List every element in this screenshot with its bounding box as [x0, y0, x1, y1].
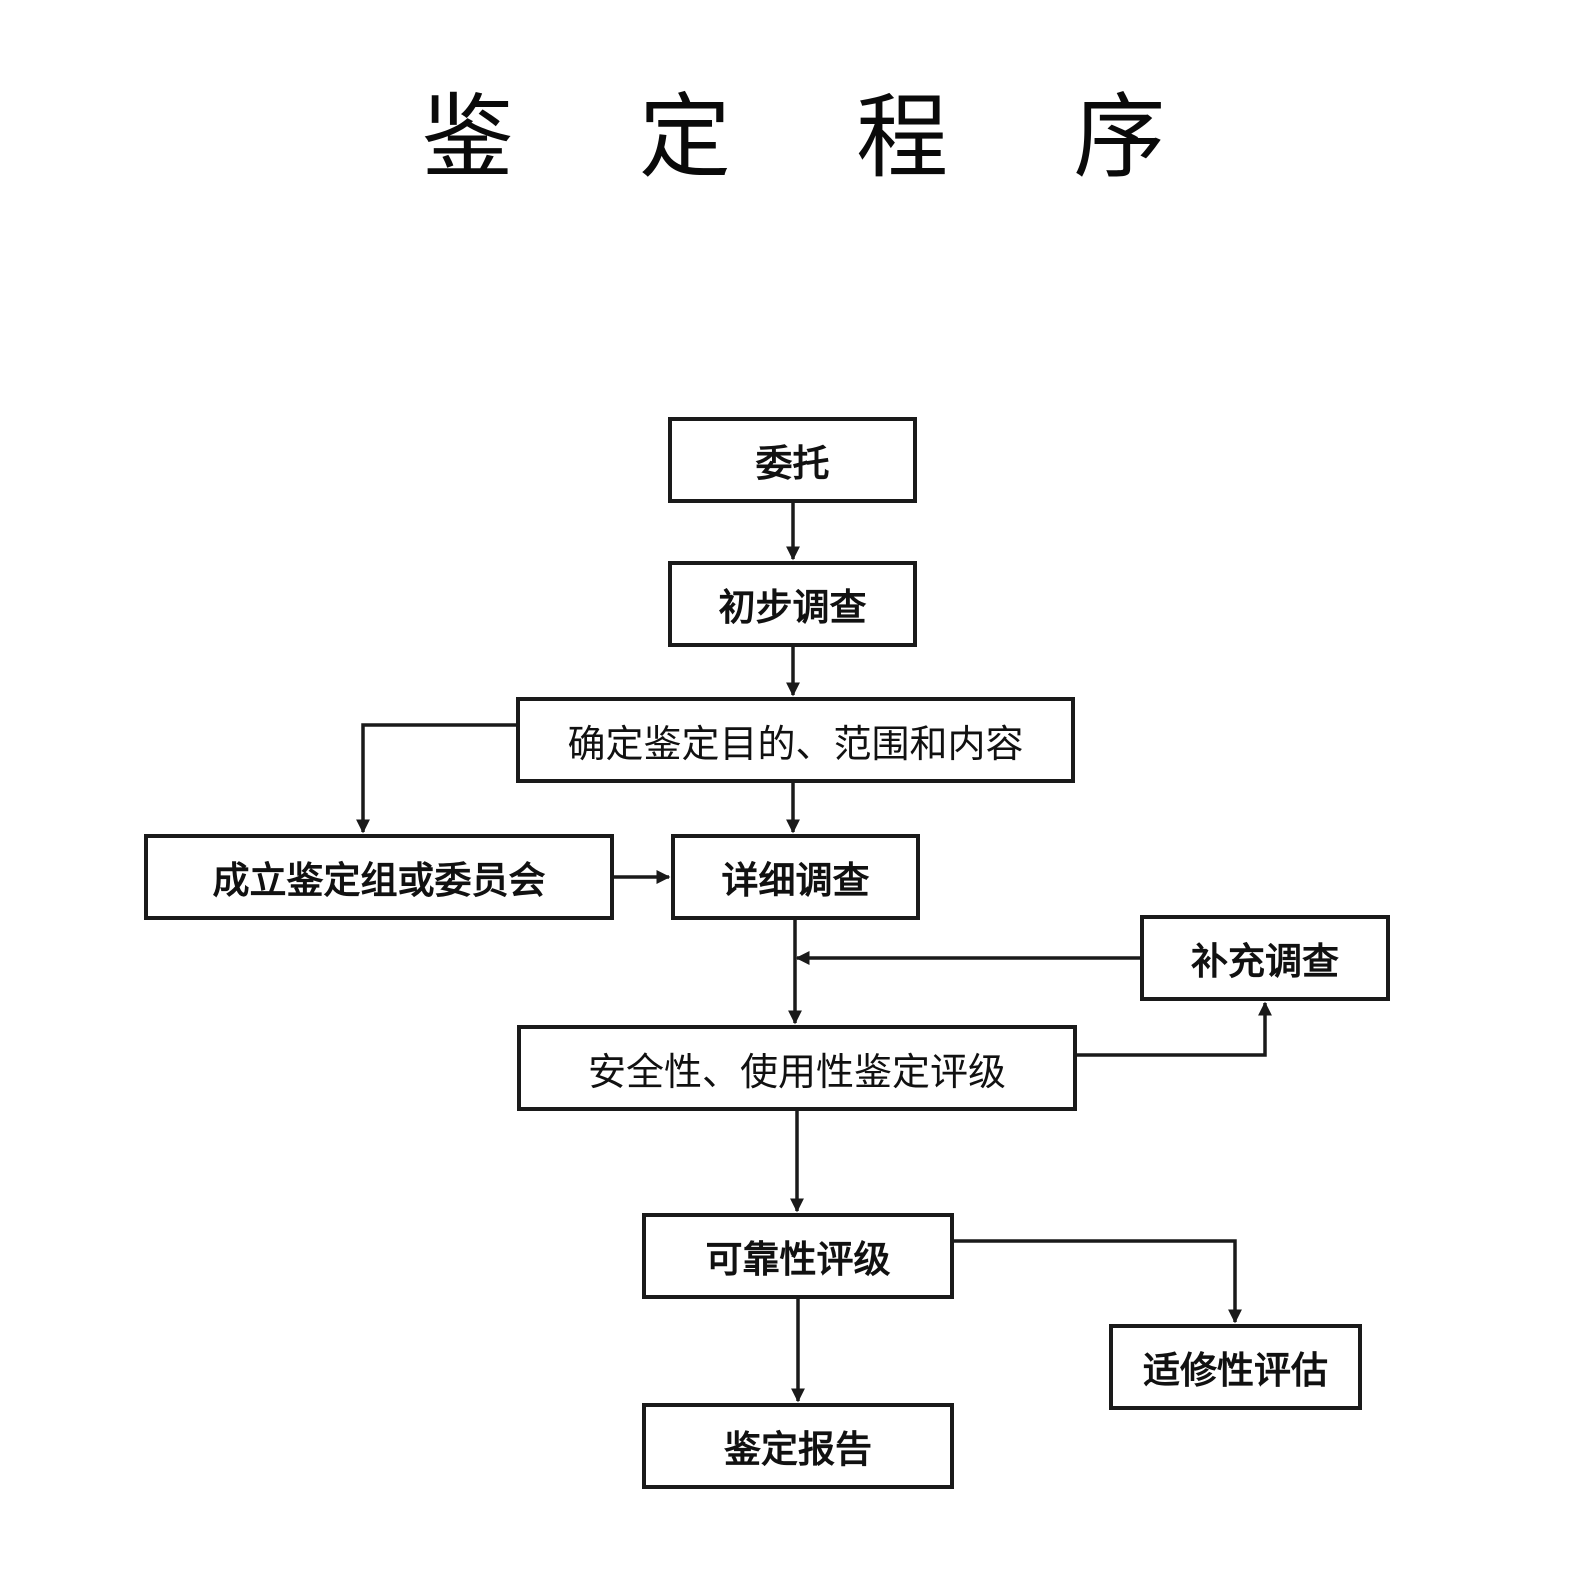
node-kekao-pingji: 可靠性评级: [642, 1213, 954, 1299]
page-title: 鉴 定 程 序: [421, 84, 1214, 191]
node-chengli: 成立鉴定组或委员会: [144, 834, 614, 920]
arrow-queding-to-chengli: [356, 723, 516, 834]
node-queding: 确定鉴定目的、范围和内容: [516, 697, 1075, 783]
arrow-kekao-to-shixiu: [954, 1239, 1242, 1324]
arrow-anquan-to-buchong: [1077, 1001, 1272, 1057]
node-chubu-diaocha: 初步调查: [668, 561, 917, 647]
node-shixiu-pinggu: 适修性评估: [1109, 1324, 1362, 1410]
node-jianding-baogao: 鉴定报告: [642, 1403, 954, 1489]
node-xiangxi-diaocha: 详细调查: [671, 834, 920, 920]
node-weituo: 委托: [668, 417, 917, 503]
node-anquan-pingji: 安全性、使用性鉴定评级: [517, 1025, 1077, 1111]
node-buchong-diaocha: 补充调查: [1140, 915, 1390, 1001]
